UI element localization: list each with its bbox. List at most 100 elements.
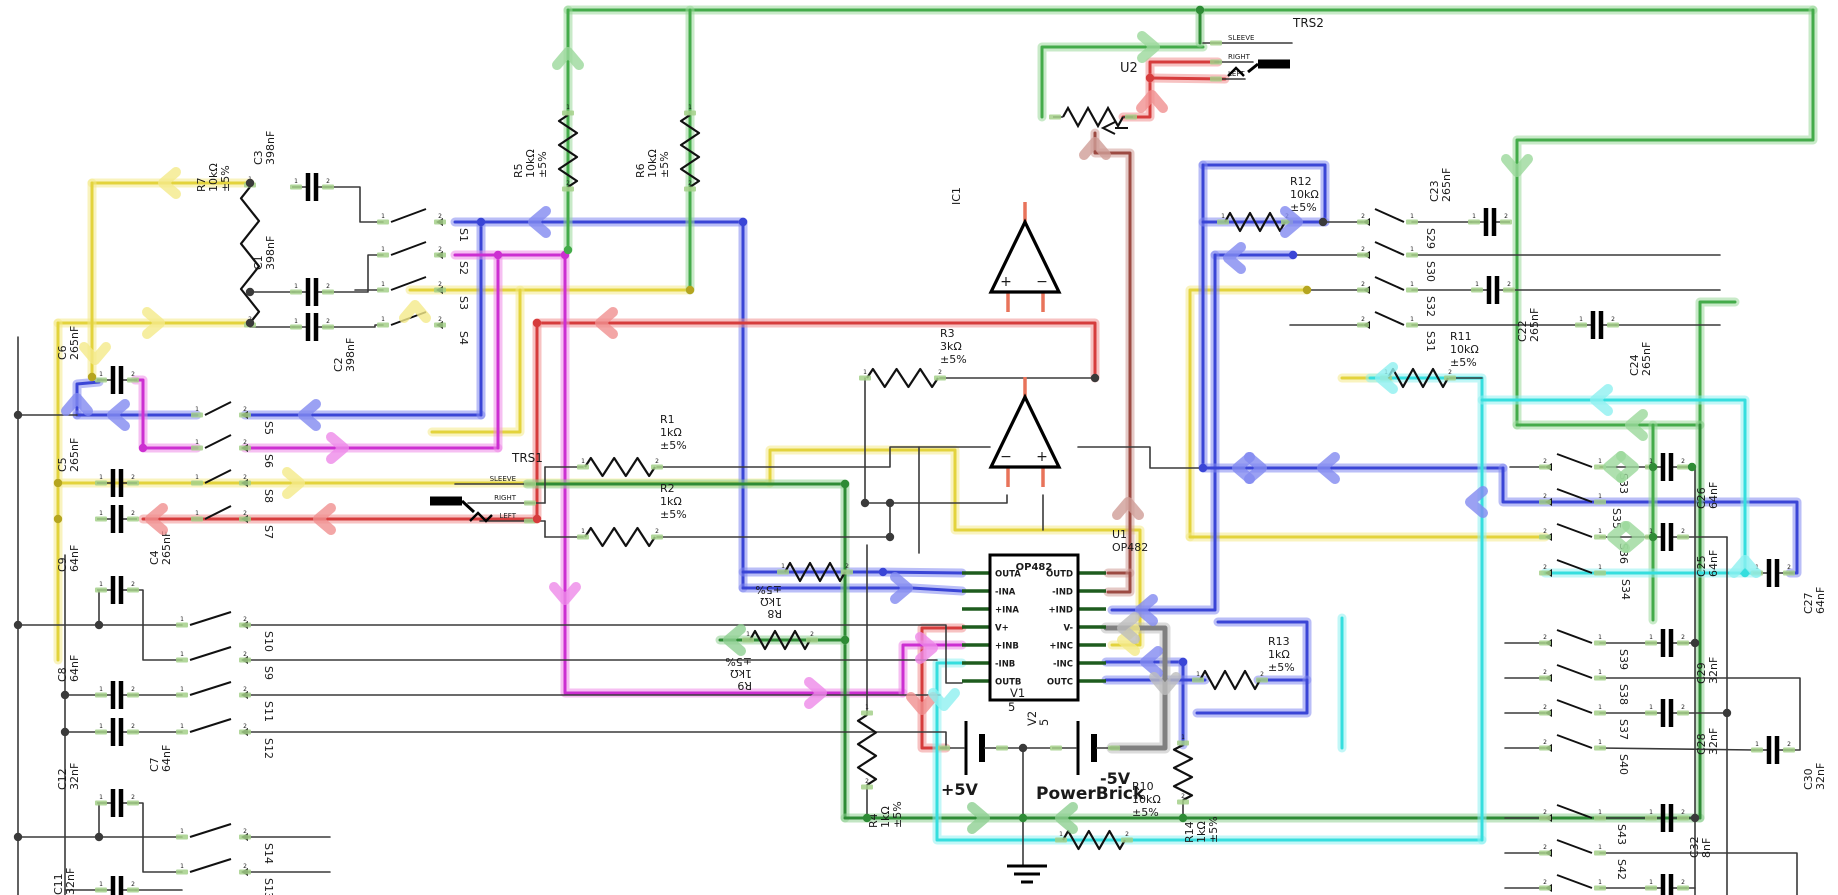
opamp-IC1[interactable]: +−IC1 — [950, 187, 1062, 312]
pin-pad[interactable] — [95, 516, 107, 522]
pin-pad[interactable] — [1677, 640, 1689, 646]
pin-pad[interactable] — [651, 534, 663, 540]
pin-pad[interactable] — [1594, 885, 1606, 891]
pin-pad[interactable] — [1406, 252, 1418, 258]
pin-pad[interactable] — [684, 186, 696, 192]
wire-black[interactable] — [244, 731, 947, 749]
pin-pad[interactable] — [434, 252, 446, 258]
pin-pad[interactable] — [1210, 76, 1222, 82]
pin-pad[interactable] — [1503, 287, 1515, 293]
pin-pad[interactable] — [95, 587, 107, 593]
pin-pad[interactable] — [1594, 815, 1606, 821]
pin-pad[interactable] — [434, 219, 446, 225]
pin-pad[interactable] — [176, 729, 188, 735]
pin-pad[interactable] — [1539, 850, 1551, 856]
wire-yellow[interactable] — [427, 285, 525, 437]
pin-pad[interactable] — [290, 324, 302, 330]
wire-black[interactable] — [1599, 747, 1756, 751]
wire-black[interactable] — [864, 377, 1008, 504]
wire-black[interactable] — [328, 254, 384, 293]
pin-pad[interactable] — [1594, 499, 1606, 505]
pin-pad[interactable] — [1108, 745, 1120, 751]
wire-black[interactable] — [328, 324, 384, 328]
pin-pad[interactable] — [1444, 375, 1456, 381]
wire-brown[interactable] — [1103, 568, 1135, 597]
pin-pad[interactable] — [1594, 570, 1606, 576]
pin-pad[interactable] — [861, 784, 873, 790]
pin-pad[interactable] — [1575, 322, 1587, 328]
pin-pad[interactable] — [1751, 747, 1763, 753]
pin-pad[interactable] — [1783, 570, 1795, 576]
pin-pad[interactable] — [1468, 219, 1480, 225]
pin-pad[interactable] — [191, 445, 203, 451]
wire-cyan[interactable] — [1365, 373, 1487, 845]
pin-pad[interactable] — [742, 637, 754, 643]
pin-pad[interactable] — [377, 322, 389, 328]
pin-pad[interactable] — [176, 692, 188, 698]
pin-pad[interactable] — [1539, 464, 1551, 470]
pin-pad[interactable] — [1645, 815, 1657, 821]
pin-pad[interactable] — [176, 834, 188, 840]
pin-pad[interactable] — [651, 464, 663, 470]
pin-pad[interactable] — [859, 375, 871, 381]
pin-pad[interactable] — [239, 729, 251, 735]
pin-pad[interactable] — [1539, 815, 1551, 821]
pin-pad[interactable] — [996, 745, 1008, 751]
pin-pad[interactable] — [777, 569, 789, 575]
pin-pad[interactable] — [95, 692, 107, 698]
wire-black[interactable] — [249, 322, 296, 328]
pin-pad[interactable] — [1539, 745, 1551, 751]
pin-pad[interactable] — [1783, 747, 1795, 753]
pin-pad[interactable] — [1357, 322, 1369, 328]
pin-pad[interactable] — [95, 377, 107, 383]
pin-pad[interactable] — [562, 110, 574, 116]
wire-yellow[interactable] — [765, 445, 1145, 650]
pin-pad[interactable] — [1645, 710, 1657, 716]
pin-pad[interactable] — [1055, 837, 1067, 843]
pin-pad[interactable] — [1500, 219, 1512, 225]
wire-magenta[interactable] — [898, 640, 967, 698]
pin-pad[interactable] — [127, 729, 139, 735]
wire-blue[interactable] — [1192, 675, 1312, 718]
wire-blue[interactable] — [1213, 617, 1312, 685]
pin-pad[interactable] — [176, 622, 188, 628]
pin-pad[interactable] — [239, 692, 251, 698]
pin-pad[interactable] — [524, 500, 536, 506]
wire-black[interactable] — [1077, 446, 1204, 469]
pin-pad[interactable] — [95, 887, 107, 893]
pin-pad[interactable] — [1210, 40, 1222, 46]
pin-pad[interactable] — [1677, 534, 1689, 540]
pin-pad[interactable] — [861, 710, 873, 716]
battery-+5V[interactable]: +5V — [938, 721, 1008, 799]
ground-symbol[interactable] — [1007, 864, 1047, 884]
pin-pad[interactable] — [1357, 287, 1369, 293]
pin-pad[interactable] — [290, 289, 302, 295]
